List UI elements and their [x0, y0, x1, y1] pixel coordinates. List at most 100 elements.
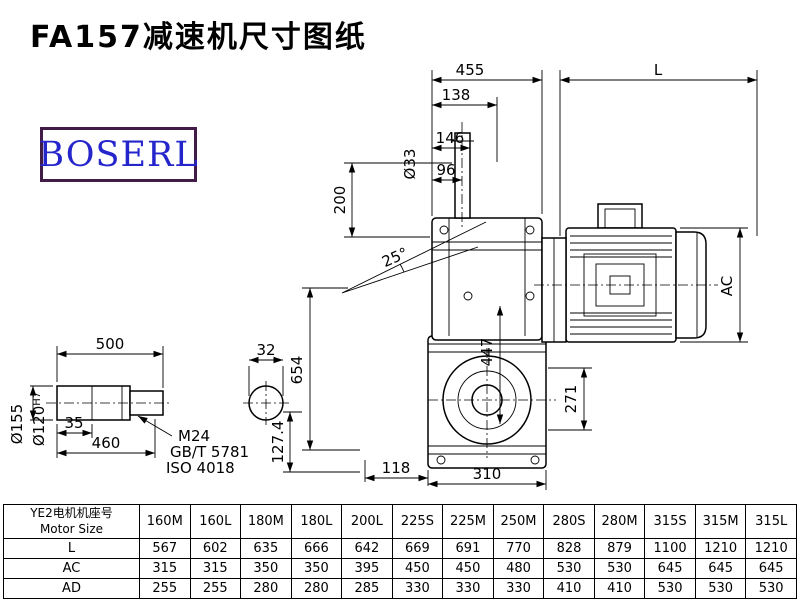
table-cell: 669 — [391, 538, 444, 560]
column-header-160L: 160L — [189, 503, 242, 540]
output-shaft-bore — [428, 348, 556, 458]
boserl-logo: BOSERL — [38, 127, 198, 182]
column-header-225M: 225M — [442, 503, 494, 540]
table-cell: 410 — [543, 578, 595, 600]
motor-assembly — [534, 203, 718, 343]
table-row-AD: AD 255 255 280 280 285 330 330 330 410 4… — [3, 578, 797, 600]
dim-d33-label: Ø33 — [401, 149, 419, 180]
table-cell: 1210 — [694, 538, 747, 560]
dim-200-label: 200 — [331, 186, 349, 215]
leader-line — [137, 415, 173, 437]
dim-35-group: 35 — [57, 414, 93, 438]
dim-96-group: 96 — [432, 161, 462, 184]
table-cell: 645 — [745, 558, 797, 580]
table-cell: 330 — [391, 578, 444, 600]
dim-35-label: 35 — [64, 414, 83, 432]
table-cell: 480 — [492, 558, 545, 580]
table-cell: 530 — [543, 558, 595, 580]
dim-127-4-label: 127.4 — [269, 421, 287, 464]
table-cell: 530 — [694, 578, 747, 600]
std-iso-label: ISO 4018 — [166, 459, 235, 477]
dim-271-group: 271 — [548, 367, 592, 431]
column-header-280M: 280M — [593, 503, 646, 540]
table-cell: 691 — [442, 538, 494, 560]
dim-447-label: 447 — [478, 338, 496, 367]
dim-32-label: 32 — [256, 341, 275, 359]
table-cell: 1100 — [644, 538, 696, 560]
row-label-AC: AC — [3, 558, 140, 580]
bolt-hole — [436, 455, 446, 465]
table-cell: 450 — [391, 558, 444, 580]
table-cell: 645 — [644, 558, 696, 580]
dim-L-label: L — [654, 61, 663, 79]
dim-127-4-group: 127.4 — [269, 411, 360, 473]
dim-d155-label: Ø155 — [8, 404, 26, 444]
dim-146-label: 146 — [436, 129, 465, 147]
bolt-hole — [439, 225, 449, 235]
dim-138-label: 138 — [442, 86, 471, 104]
thread-m24-label: M24 — [178, 427, 210, 445]
dim-460-label: 460 — [92, 434, 121, 452]
motor-fins — [570, 235, 672, 335]
dim-d120-group: Ø120H7 — [30, 392, 48, 446]
table-cell: 530 — [644, 578, 696, 600]
dim-455-label: 455 — [456, 61, 485, 79]
dim-AC-label: AC — [718, 276, 736, 296]
motor-size-header-cn: YE2电机机座号 — [30, 506, 113, 520]
column-header-315M: 315M — [694, 503, 747, 540]
dim-25deg-label: 25° — [379, 244, 411, 271]
dim-118-group: 118 — [364, 459, 429, 486]
table-cell: 350 — [290, 558, 343, 580]
table-cell: 395 — [341, 558, 393, 580]
column-header-315S: 315S — [644, 503, 696, 540]
table-cell: 567 — [139, 538, 191, 560]
motor-terminal-box — [597, 203, 643, 229]
dim-654-label: 654 — [288, 356, 306, 385]
column-header-200L: 200L — [341, 503, 393, 540]
dim-200-group: 200 — [331, 162, 452, 238]
dim-460-group: 460 — [56, 419, 156, 458]
table-cell: 255 — [139, 578, 191, 600]
dim-138-group: 138 — [432, 86, 498, 162]
dim-96-label: 96 — [436, 161, 455, 179]
table-cell: 315 — [189, 558, 242, 580]
thread-callout-group: M24 GB/T 5781 ISO 4018 — [137, 415, 249, 477]
dim-500-group: 500 — [56, 335, 164, 388]
motor-size-header: YE2电机机座号 Motor Size — [3, 503, 140, 540]
bolt-hole — [463, 291, 473, 301]
table-cell: 410 — [593, 578, 646, 600]
table-header-row: YE2电机机座号 Motor Size 160M 160L 180M 180L … — [3, 503, 797, 540]
dim-146-group: 146 — [432, 129, 470, 152]
table-cell: 330 — [442, 578, 494, 600]
dim-310-label: 310 — [473, 465, 502, 483]
table-cell: 350 — [240, 558, 292, 580]
column-header-250M: 250M — [492, 503, 545, 540]
column-header-160M: 160M — [139, 503, 191, 540]
input-shaft — [451, 122, 474, 230]
table-cell: 642 — [341, 538, 393, 560]
shaft-section-view — [243, 381, 289, 425]
column-header-280S: 280S — [543, 503, 595, 540]
dim-654-group: 654 — [288, 287, 360, 451]
table-cell: 530 — [593, 558, 646, 580]
dim-447-group: 447 — [478, 306, 504, 424]
dim-455-group: 455 — [431, 61, 543, 216]
table-cell: 280 — [290, 578, 343, 600]
row-label-L: L — [3, 538, 140, 560]
dim-shaft-diameter-group: Ø33 — [401, 149, 419, 180]
table-cell: 450 — [442, 558, 494, 580]
table-cell: 828 — [543, 538, 595, 560]
table-cell: 666 — [290, 538, 343, 560]
page-title: FA157减速机尺寸图纸 — [30, 20, 367, 55]
dim-32-group: 32 — [248, 341, 284, 396]
dim-L-group: L — [559, 61, 758, 236]
bolt-hole — [530, 455, 540, 465]
table-cell: 770 — [492, 538, 545, 560]
dim-118-label: 118 — [382, 459, 411, 477]
column-header-180L: 180L — [290, 503, 343, 540]
bolt-hole — [525, 291, 535, 301]
column-header-315L: 315L — [745, 503, 797, 540]
dim-AC-group: AC — [680, 227, 748, 343]
std-gb-label: GB/T 5781 — [170, 443, 249, 461]
